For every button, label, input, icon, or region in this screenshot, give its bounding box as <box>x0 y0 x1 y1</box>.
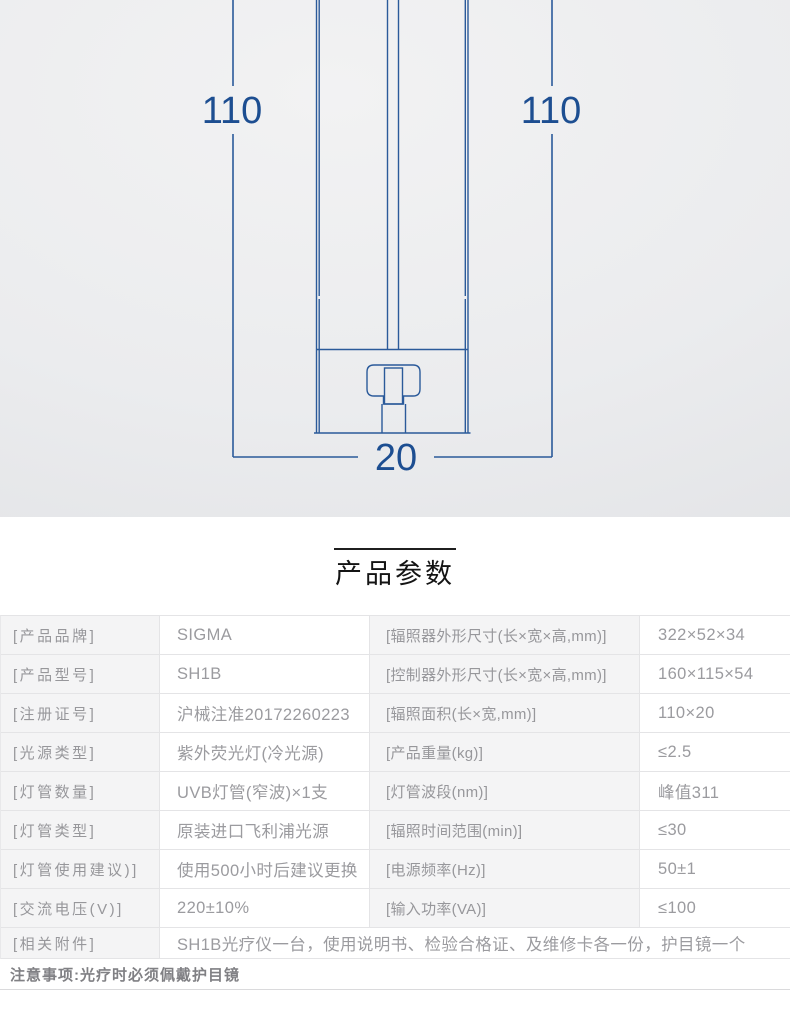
spec-value: UVB灯管(窄波)×1支 <box>159 772 369 810</box>
dim-label-right: 110 <box>521 90 582 132</box>
spec-label: [相关附件] <box>1 928 159 958</box>
table-row: [产品型号] SH1B [控制器外形尺寸(长×宽×高,mm)] 160×115×… <box>1 655 790 694</box>
spec-value: 沪械注准20172260223 <box>159 694 369 732</box>
spec-value: 160×115×54 <box>639 655 790 693</box>
spec-value: ≤2.5 <box>639 733 790 771</box>
spec-value: SH1B光疗仪一台，使用说明书、检验合格证、及维修卡各一份，护目镜一个 <box>159 928 790 958</box>
spec-label: [产品品牌] <box>1 616 159 654</box>
spec-value: 原装进口飞利浦光源 <box>159 811 369 849</box>
spec-label: [控制器外形尺寸(长×宽×高,mm)] <box>369 655 639 693</box>
table-row: [产品品牌] SIGMA [辐照器外形尺寸(长×宽×高,mm)] 322×52×… <box>1 616 790 655</box>
spec-table: [产品品牌] SIGMA [辐照器外形尺寸(长×宽×高,mm)] 322×52×… <box>0 615 790 959</box>
spec-value: 110×20 <box>639 694 790 732</box>
notice-row: 注意事项:光疗时必须佩戴护目镜 <box>0 959 790 990</box>
spec-value: 使用500小时后建议更换 <box>159 850 369 888</box>
dim-label-left: 110 <box>202 90 263 132</box>
spec-label: [产品型号] <box>1 655 159 693</box>
lamp-tube-outline <box>314 0 471 434</box>
table-row: [光源类型] 紫外荧光灯(冷光源) [产品重量(kg)] ≤2.5 <box>1 733 790 772</box>
title-section: 产品参数 <box>0 517 790 615</box>
spec-label: [辐照面积(长×宽,mm)] <box>369 694 639 732</box>
table-row: [灯管类型] 原装进口飞利浦光源 [辐照时间范围(min)] ≤30 <box>1 811 790 850</box>
product-detail-page: 110 110 20 产品参数 [产品品牌] SIGMA [辐照器外形尺寸(长×… <box>0 0 790 990</box>
lamp-pin <box>383 367 404 405</box>
lamp-dimension-diagram: 110 110 20 <box>202 0 582 479</box>
spec-label: [灯管数量] <box>1 772 159 810</box>
spec-value: 322×52×34 <box>639 616 790 654</box>
table-row-accessories: [相关附件] SH1B光疗仪一台，使用说明书、检验合格证、及维修卡各一份，护目镜… <box>1 928 790 959</box>
spec-value: SH1B <box>159 655 369 693</box>
spec-label: [灯管波段(nm)] <box>369 772 639 810</box>
spec-label: [产品重量(kg)] <box>369 733 639 771</box>
spec-label: [电源频率(Hz)] <box>369 850 639 888</box>
spec-label: [辐照时间范围(min)] <box>369 811 639 849</box>
notice-text: 注意事项:光疗时必须佩戴护目镜 <box>10 966 240 984</box>
spec-label: [输入功率(VA)] <box>369 889 639 927</box>
spec-label: [灯管使用建议)] <box>1 850 159 888</box>
spec-value: 峰值311 <box>639 772 790 810</box>
spec-label: [光源类型] <box>1 733 159 771</box>
spec-value: 紫外荧光灯(冷光源) <box>159 733 369 771</box>
spec-value: ≤30 <box>639 811 790 849</box>
dimension-lines <box>232 0 553 458</box>
table-row: [交流电压(V)] 220±10% [输入功率(VA)] ≤100 <box>1 889 790 928</box>
spec-value: SIGMA <box>159 616 369 654</box>
spec-label: [辐照器外形尺寸(长×宽×高,mm)] <box>369 616 639 654</box>
title-overline <box>334 548 456 550</box>
lamp-plug-outline <box>366 364 421 405</box>
lamp-diagram-section: 110 110 20 <box>0 0 790 517</box>
spec-label: [灯管类型] <box>1 811 159 849</box>
table-row: [注册证号] 沪械注准20172260223 [辐照面积(长×宽,mm)] 11… <box>1 694 790 733</box>
table-row: [灯管数量] UVB灯管(窄波)×1支 [灯管波段(nm)] 峰值311 <box>1 772 790 811</box>
dim-label-bottom: 20 <box>375 437 417 479</box>
spec-label: [注册证号] <box>1 694 159 732</box>
dimension-labels: 110 110 20 <box>202 90 582 479</box>
section-title: 产品参数 <box>335 559 455 589</box>
table-row: [灯管使用建议)] 使用500小时后建议更换 [电源频率(Hz)] 50±1 <box>1 850 790 889</box>
spec-value: 220±10% <box>159 889 369 927</box>
spec-value: 50±1 <box>639 850 790 888</box>
spec-label: [交流电压(V)] <box>1 889 159 927</box>
spec-value: ≤100 <box>639 889 790 927</box>
